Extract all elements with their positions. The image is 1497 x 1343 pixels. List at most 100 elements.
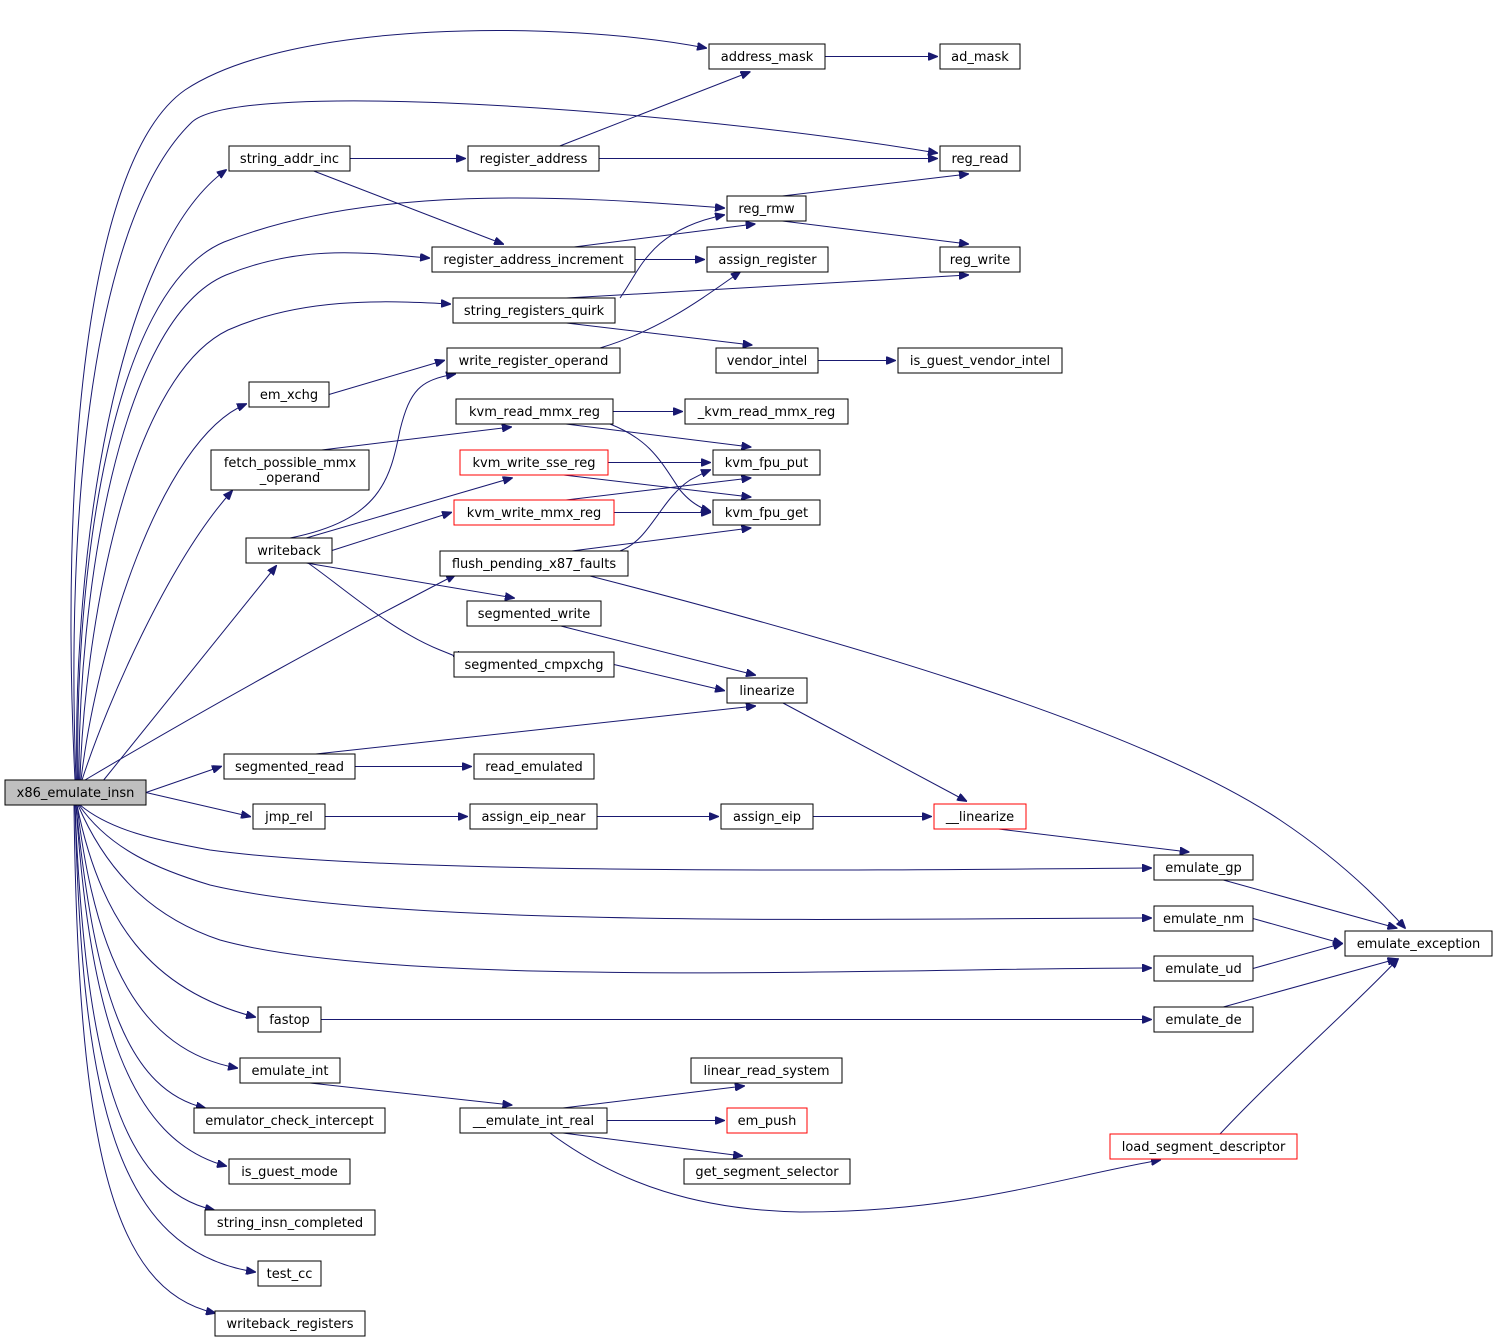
node-label: flush_pending_x87_faults xyxy=(452,557,617,572)
node-test-cc[interactable]: test_cc xyxy=(257,1260,322,1287)
edge---emulate-int-real-to-get-segment-selector xyxy=(562,1132,742,1156)
node-label: emulator_check_intercept xyxy=(205,1114,373,1129)
node-emulate-int-real[interactable]: __emulate_int_real xyxy=(459,1107,608,1134)
node-label: _operand xyxy=(259,471,321,486)
edge-x86-emulate-insn-to-fastop xyxy=(76,804,255,1017)
node-label: fastop xyxy=(269,1013,310,1028)
node-reg-read[interactable]: reg_read xyxy=(939,145,1021,172)
node-writeback-registers[interactable]: writeback_registers xyxy=(214,1310,366,1337)
edge-x86-emulate-insn-to-emulate-int xyxy=(76,804,237,1068)
node-linearize[interactable]: linearize xyxy=(726,677,808,704)
node-assign-eip-near[interactable]: assign_eip_near xyxy=(469,803,598,830)
node-kvm-read-mmx-reg[interactable]: _kvm_read_mmx_reg xyxy=(684,398,849,425)
edge-load-segment-descriptor-to-emulate-exception xyxy=(1219,959,1398,1135)
node-emulate-de[interactable]: emulate_de xyxy=(1153,1006,1254,1033)
edge-linearize-to---linearize xyxy=(782,702,966,801)
node-box xyxy=(452,297,616,324)
node-assign-register[interactable]: assign_register xyxy=(706,246,829,273)
edge-x86-emulate-insn-to-test-cc xyxy=(74,804,255,1272)
node-label: __emulate_int_real xyxy=(472,1114,594,1129)
node-kvm-write-sse-reg[interactable]: kvm_write_sse_reg xyxy=(459,449,609,476)
node-get-segment-selector[interactable]: get_segment_selector xyxy=(683,1158,851,1185)
node-ad-mask[interactable]: ad_mask xyxy=(939,43,1021,70)
edge-x86-emulate-insn-to-reg-read xyxy=(73,100,937,781)
node-label: write_register_operand xyxy=(459,354,609,369)
edge-reg-rmw-to-reg-write xyxy=(782,220,968,244)
edge-kvm-write-sse-reg-to-kvm-fpu-get xyxy=(563,474,751,497)
edge-writeback-to-segmented-write xyxy=(306,562,514,598)
edge-x86-emulate-insn-to-segmented-read xyxy=(145,767,221,793)
node-fastop[interactable]: fastop xyxy=(257,1006,322,1033)
node-kvm-write-mmx-reg[interactable]: kvm_write_mmx_reg xyxy=(453,499,615,526)
node-linearize[interactable]: __linearize xyxy=(933,803,1027,830)
edge-x86-emulate-insn-to-jmp-rel xyxy=(145,792,250,817)
node-box xyxy=(204,1209,376,1236)
node-vendor-intel[interactable]: vendor_intel xyxy=(715,347,819,374)
node-label: kvm_write_mmx_reg xyxy=(467,506,601,521)
node-box xyxy=(453,651,615,678)
node-string-insn-completed[interactable]: string_insn_completed xyxy=(204,1209,376,1236)
node-fetch-possible-mmx-operand[interactable]: fetch_possible_mmx_operand xyxy=(210,449,370,491)
node-label: string_insn_completed xyxy=(217,1216,363,1231)
node-segmented-cmpxchg[interactable]: segmented_cmpxchg xyxy=(453,651,615,678)
node-emulate-nm[interactable]: emulate_nm xyxy=(1153,905,1254,932)
node-box xyxy=(726,1107,808,1134)
node-writeback[interactable]: writeback xyxy=(245,537,333,564)
node-emulator-check-intercept[interactable]: emulator_check_intercept xyxy=(193,1107,386,1134)
edge-x86-emulate-insn-to-emulate-gp xyxy=(79,804,1151,870)
node-address-mask[interactable]: address_mask xyxy=(708,43,826,70)
node-assign-eip[interactable]: assign_eip xyxy=(720,803,814,830)
node-emulate-gp[interactable]: emulate_gp xyxy=(1153,854,1254,881)
edge-string-registers-quirk-to-vendor-intel xyxy=(566,322,751,345)
node-segmented-write[interactable]: segmented_write xyxy=(466,600,602,627)
node-emulate-exception[interactable]: emulate_exception xyxy=(1344,930,1493,957)
node-kvm-read-mmx-reg[interactable]: kvm_read_mmx_reg xyxy=(455,398,614,425)
node-is-guest-mode[interactable]: is_guest_mode xyxy=(228,1158,351,1185)
node-label: reg_write xyxy=(950,253,1011,268)
node-reg-rmw[interactable]: reg_rmw xyxy=(726,195,807,222)
edge-x86-emulate-insn-to-register-address-increment xyxy=(78,252,429,781)
node-label: vendor_intel xyxy=(727,354,808,369)
node-register-address[interactable]: register_address xyxy=(467,145,600,172)
node-kvm-fpu-put[interactable]: kvm_fpu_put xyxy=(712,449,821,476)
node-em-push[interactable]: em_push xyxy=(726,1107,808,1134)
node-string-registers-quirk[interactable]: string_registers_quirk xyxy=(452,297,616,324)
node-box xyxy=(690,1057,843,1084)
node-label: __linearize xyxy=(945,810,1014,825)
node-label: linear_read_system xyxy=(703,1064,829,1079)
edge-flush-pending-x87-faults-to-kvm-fpu-get xyxy=(571,528,751,552)
node-segmented-read[interactable]: segmented_read xyxy=(223,753,356,780)
edge---linearize-to-emulate-gp xyxy=(998,828,1188,852)
node-box xyxy=(459,449,609,476)
node-linear-read-system[interactable]: linear_read_system xyxy=(690,1057,843,1084)
node-em-xchg[interactable]: em_xchg xyxy=(248,381,330,408)
node-label: string_registers_quirk xyxy=(464,304,605,319)
node-box xyxy=(252,803,326,830)
node-label: kvm_read_mmx_reg xyxy=(469,405,600,420)
node-box xyxy=(439,550,629,577)
edge-reg-rmw-to-reg-read xyxy=(782,174,968,197)
edge-emulate-nm-to-emulate-exception xyxy=(1252,918,1342,944)
node-write-register-operand[interactable]: write_register_operand xyxy=(446,347,621,374)
node-jmp-rel[interactable]: jmp_rel xyxy=(252,803,326,830)
edge-flush-pending-x87-faults-to-emulate-exception xyxy=(589,575,1405,928)
node-register-address-increment[interactable]: register_address_increment xyxy=(431,246,636,273)
node-x86-emulate-insn[interactable]: x86_emulate_insn xyxy=(4,779,147,806)
edge-x86-emulate-insn-to-string-addr-inc xyxy=(76,170,226,781)
node-is-guest-vendor-intel[interactable]: is_guest_vendor_intel xyxy=(897,347,1063,374)
node-box xyxy=(897,347,1063,374)
node-read-emulated[interactable]: read_emulated xyxy=(473,753,595,780)
node-emulate-ud[interactable]: emulate_ud xyxy=(1153,955,1254,982)
node-load-segment-descriptor[interactable]: load_segment_descriptor xyxy=(1109,1133,1298,1160)
node-kvm-fpu-get[interactable]: kvm_fpu_get xyxy=(712,499,821,526)
node-reg-write[interactable]: reg_write xyxy=(939,246,1021,273)
edge-x86-emulate-insn-to-flush-pending-x87-faults xyxy=(84,575,455,781)
node-emulate-int[interactable]: emulate_int xyxy=(239,1057,341,1084)
edge-x86-emulate-insn-to-emulate-nm xyxy=(78,804,1151,919)
node-string-addr-inc[interactable]: string_addr_inc xyxy=(228,145,351,172)
node-box xyxy=(228,1158,351,1185)
edge-register-address-increment-to-reg-rmw xyxy=(574,224,755,248)
node-label: kvm_write_sse_reg xyxy=(473,456,596,471)
edge-kvm-read-mmx-reg-to-kvm-fpu-get xyxy=(609,423,710,511)
node-flush-pending-x87-faults[interactable]: flush_pending_x87_faults xyxy=(439,550,629,577)
